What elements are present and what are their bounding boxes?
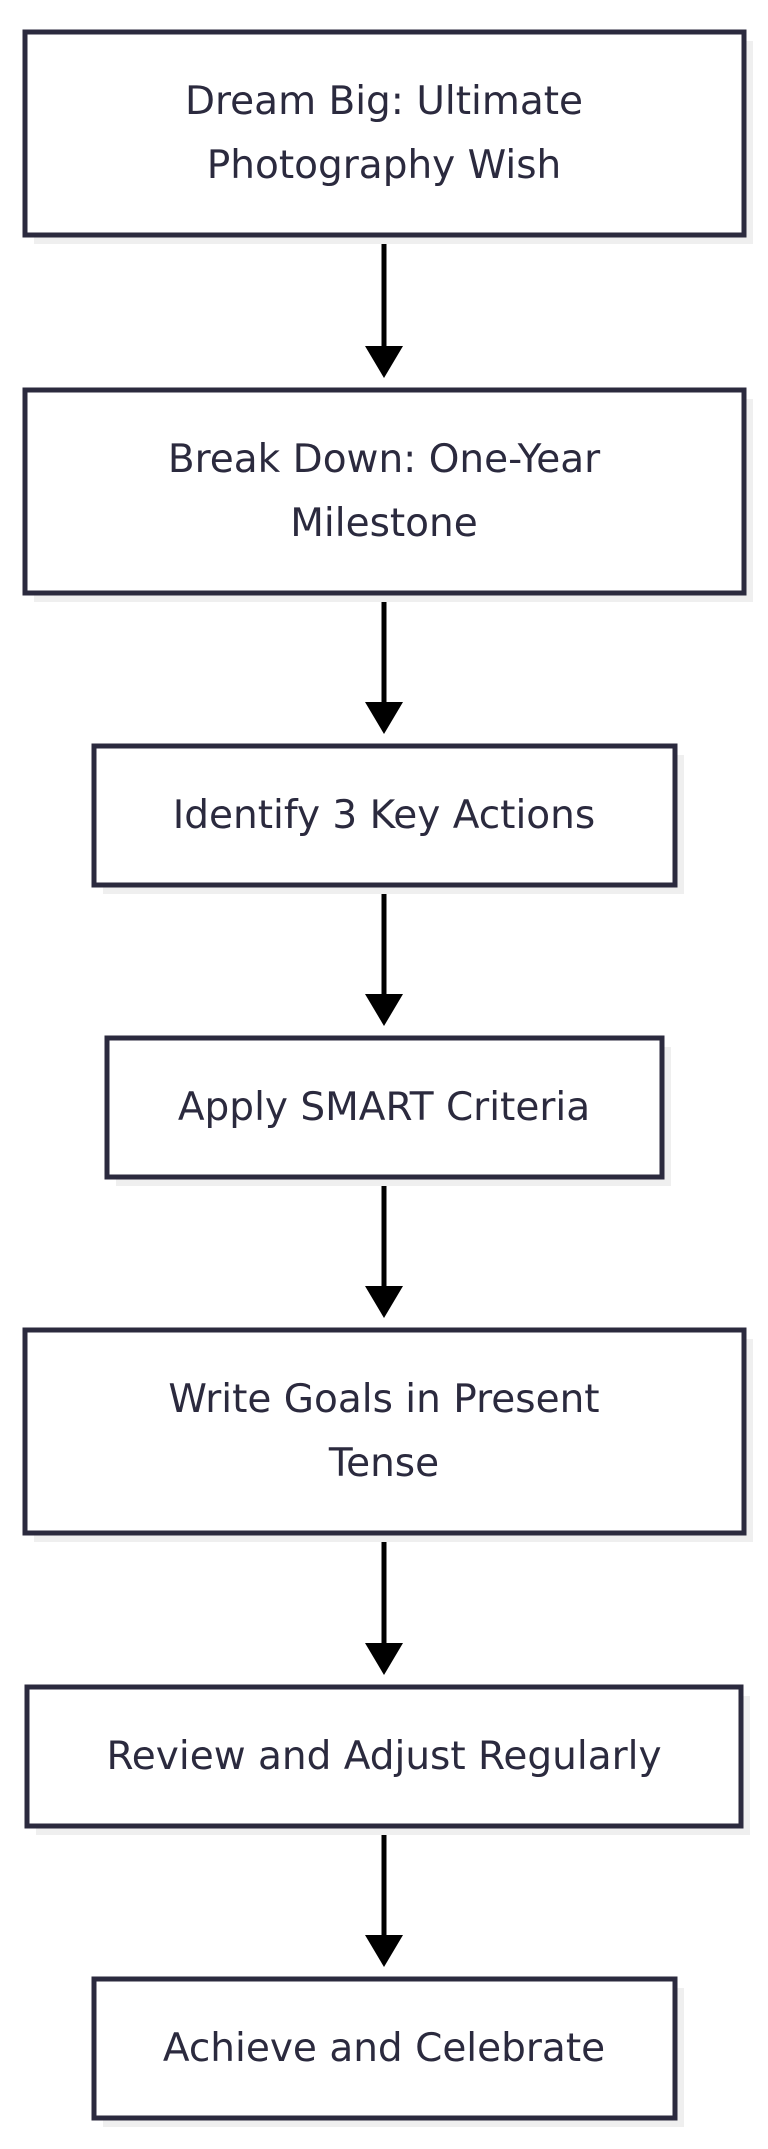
node-box xyxy=(24,1684,744,1829)
arrow-head xyxy=(365,994,403,1026)
node-box xyxy=(91,743,678,888)
node-label: Apply SMART Criteria xyxy=(178,1085,590,1130)
node-label: Milestone xyxy=(290,501,478,546)
node-box xyxy=(22,29,747,238)
edge-arrow xyxy=(365,235,403,378)
edge-arrow xyxy=(365,1533,403,1675)
node-review: Review and Adjust Regularly xyxy=(24,1684,750,1835)
node-label: Tense xyxy=(328,1441,439,1486)
arrow-head xyxy=(365,1935,403,1967)
node-label: Achieve and Celebrate xyxy=(163,2026,605,2071)
edge-arrow xyxy=(365,885,403,1026)
edges-layer xyxy=(365,235,403,1967)
node-label: Dream Big: Ultimate xyxy=(185,79,583,124)
edge-arrow xyxy=(365,1177,403,1318)
node-smart: Apply SMART Criteria xyxy=(104,1035,671,1186)
node-box xyxy=(22,1327,747,1536)
node-celebrate: Achieve and Celebrate xyxy=(91,1976,684,2127)
node-label: Write Goals in Present xyxy=(168,1377,599,1422)
node-box xyxy=(91,1976,678,2121)
edge-arrow xyxy=(365,1826,403,1967)
node-label: Photography Wish xyxy=(207,143,561,188)
node-box xyxy=(104,1035,665,1180)
arrow-head xyxy=(365,702,403,734)
node-key-actions: Identify 3 Key Actions xyxy=(91,743,684,894)
arrow-head xyxy=(365,1643,403,1675)
node-label: Break Down: One-Year xyxy=(168,437,601,482)
node-box xyxy=(22,387,747,596)
node-label: Identify 3 Key Actions xyxy=(173,793,595,838)
node-label: Review and Adjust Regularly xyxy=(106,1734,661,1779)
arrow-head xyxy=(365,346,403,378)
edge-arrow xyxy=(365,593,403,734)
arrow-head xyxy=(365,1286,403,1318)
